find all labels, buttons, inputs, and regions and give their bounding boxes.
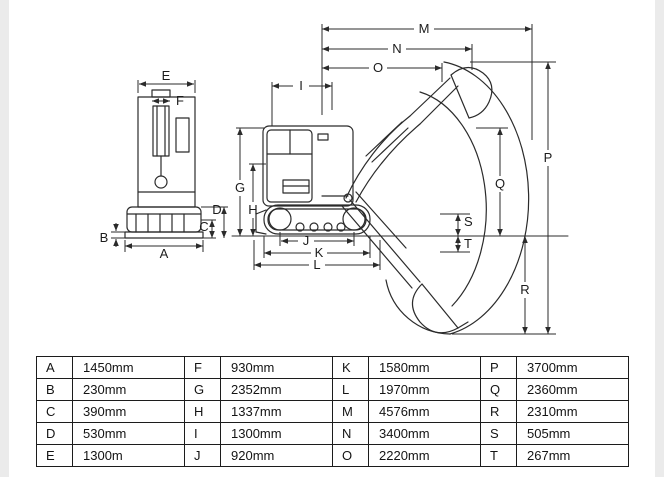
dim-value: 3400mm: [368, 422, 481, 445]
dimension-diagram: E F B A C D G H I J K L M N O P Q R S T: [100, 21, 569, 335]
dim-letter: K: [332, 356, 369, 379]
dim-letter: L: [332, 378, 369, 401]
dim-label-i: I: [299, 78, 303, 93]
dim-letter: D: [36, 422, 73, 445]
dim-label-e: E: [162, 68, 171, 83]
excavator-drawing: E F B A C D G H I J K L M N O P Q R S T: [100, 21, 569, 335]
dim-label-b: B: [100, 230, 109, 245]
dim-value: 2360mm: [516, 378, 629, 401]
dim-value: 267mm: [516, 444, 629, 467]
dimensions-table: A 1450mm F 930mm K 1580mm P 3700mm B 230…: [36, 356, 629, 467]
dim-value: 530mm: [72, 422, 185, 445]
dim-value: 390mm: [72, 400, 185, 423]
table-row: A 1450mm F 930mm K 1580mm P 3700mm: [36, 356, 629, 379]
dim-letter: F: [184, 356, 221, 379]
table-row: D 530mm I 1300mm N 3400mm S 505mm: [36, 422, 629, 445]
dim-value: 1300mm: [220, 422, 333, 445]
dim-letter: N: [332, 422, 369, 445]
dim-letter: J: [184, 444, 221, 467]
dim-label-q: Q: [495, 176, 505, 191]
dim-label-a: A: [160, 246, 169, 261]
dim-letter: S: [480, 422, 517, 445]
dim-value: 920mm: [220, 444, 333, 467]
dim-label-t: T: [464, 236, 472, 251]
dim-label-h: H: [248, 202, 257, 217]
dim-value: 2310mm: [516, 400, 629, 423]
page-edge-right: [655, 0, 664, 477]
page-edge-left: [0, 0, 9, 477]
dim-value: 2220mm: [368, 444, 481, 467]
dim-value: 3700mm: [516, 356, 629, 379]
dim-label-k: K: [315, 245, 324, 260]
table-row: E 1300m J 920mm O 2220mm T 267mm: [36, 444, 629, 467]
dim-value: 1300m: [72, 444, 185, 467]
dim-letter: B: [36, 378, 73, 401]
dim-label-r: R: [520, 282, 529, 297]
dim-label-m: M: [419, 21, 430, 36]
dim-label-l: L: [313, 257, 320, 272]
dim-letter: T: [480, 444, 517, 467]
dim-value: 2352mm: [220, 378, 333, 401]
dim-value: 1337mm: [220, 400, 333, 423]
dim-letter: P: [480, 356, 517, 379]
dim-label-o: O: [373, 60, 383, 75]
dim-letter: H: [184, 400, 221, 423]
dim-label-p: P: [544, 150, 553, 165]
dim-letter: M: [332, 400, 369, 423]
dim-letter: A: [36, 356, 73, 379]
dim-value: 4576mm: [368, 400, 481, 423]
dim-value: 1450mm: [72, 356, 185, 379]
dimension-labels: E F B A C D G H I J K L M N O P Q R S T: [100, 21, 553, 297]
rear-view-drawing: [124, 89, 204, 239]
dim-letter: Q: [480, 378, 517, 401]
dim-letter: E: [36, 444, 73, 467]
dim-value: 930mm: [220, 356, 333, 379]
dim-value: 1580mm: [368, 356, 481, 379]
dimension-lines: [111, 24, 556, 335]
table-row: B 230mm G 2352mm L 1970mm Q 2360mm: [36, 378, 629, 401]
dim-letter: O: [332, 444, 369, 467]
dim-letter: G: [184, 378, 221, 401]
dim-value: 1970mm: [368, 378, 481, 401]
dim-label-d: D: [212, 202, 221, 217]
dim-label-f: F: [176, 93, 184, 108]
dim-label-c: C: [199, 219, 208, 234]
dim-label-n: N: [392, 41, 401, 56]
dim-value: 230mm: [72, 378, 185, 401]
dim-label-j: J: [303, 233, 310, 248]
dim-letter: R: [480, 400, 517, 423]
dim-letter: C: [36, 400, 73, 423]
dim-label-g: G: [235, 180, 245, 195]
dim-value: 505mm: [516, 422, 629, 445]
dim-letter: I: [184, 422, 221, 445]
dim-label-s: S: [464, 214, 473, 229]
table-row: C 390mm H 1337mm M 4576mm R 2310mm: [36, 400, 629, 423]
side-view-drawing: [231, 61, 569, 335]
